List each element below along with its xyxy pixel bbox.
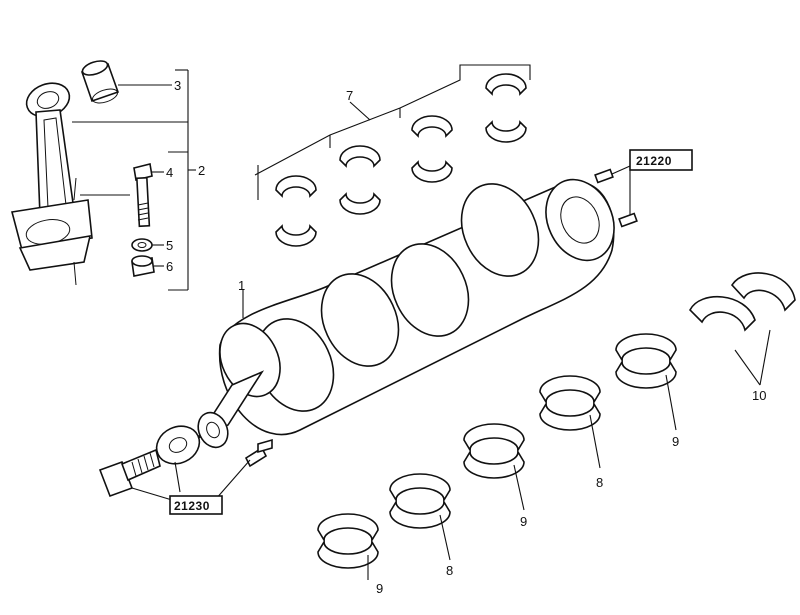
reference-number-bottom: 21230 [174,499,210,513]
rod-bolt [133,163,153,228]
pulley-bolt-assembly [98,425,273,501]
reference-number-top: 21220 [636,154,672,168]
dowel-pins [594,165,638,228]
callout-1: 1 [238,278,245,293]
reference-box-bottom: 21230 [169,495,223,515]
callout-9-middle: 9 [520,514,527,529]
callout-8-upper: 8 [596,475,603,490]
small-end-bushing [80,60,120,104]
upper-bearing-shells [254,64,531,247]
rod-washer [131,238,153,252]
callout-4: 4 [166,165,173,180]
callout-9-bottom: 9 [376,581,383,596]
callout-2: 2 [198,163,205,178]
connecting-rod-group [11,60,196,291]
callout-10: 10 [752,388,766,403]
connecting-rod [11,82,93,286]
callout-8-lower: 8 [446,563,453,578]
callout-6: 6 [166,259,173,274]
callout-7: 7 [346,88,353,103]
callout-9-top: 9 [672,434,679,449]
rod-nut [131,255,155,277]
callout-5: 5 [166,238,173,253]
callout-3: 3 [174,78,181,93]
crankshaft [195,178,615,449]
reference-box-top: 21220 [629,149,693,171]
lower-bearing-shells [317,272,796,580]
